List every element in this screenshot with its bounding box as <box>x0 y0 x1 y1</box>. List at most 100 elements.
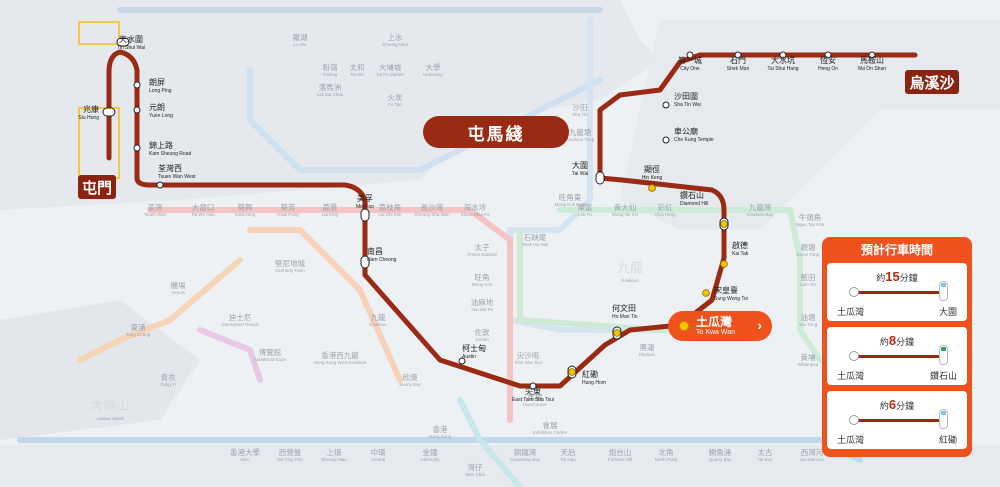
background-station-name: 會展 <box>543 420 558 430</box>
station-name-en: Ho Man Tin <box>612 314 638 320</box>
station-name: 馬鞍山 <box>860 55 884 65</box>
terminal-bracket-tsw <box>78 21 120 45</box>
background-station-name: 機場 <box>171 280 186 290</box>
terminus-marker[interactable] <box>116 37 130 47</box>
station-name: 美孚 <box>357 193 373 203</box>
background-station-name-en: Kowloon <box>369 322 387 327</box>
background-station-name: 荔景 <box>323 202 338 212</box>
background-station-name: 香港西九龍 <box>321 350 359 360</box>
background-station-name-en: Yau Ma Tei <box>471 307 493 312</box>
station-marker[interactable] <box>156 181 164 189</box>
interchange-marker[interactable] <box>595 171 605 185</box>
trip-card-2[interactable]: 約8分鐘 土瓜灣 鑽石山 <box>827 327 967 385</box>
terminus-marker[interactable] <box>102 107 116 117</box>
district-name-en: Kowloon <box>621 278 639 283</box>
background-station-name: 西營盤 <box>279 447 302 457</box>
station-name: 石門 <box>730 56 746 65</box>
trip-card-1[interactable]: 約15分鐘 土瓜灣 大圍 <box>827 263 967 321</box>
trip-destination: 紅磡 <box>938 435 957 445</box>
station-marker[interactable] <box>824 51 832 59</box>
land-new-territories <box>0 0 660 210</box>
panel-title: 預計行車時間 <box>860 242 933 257</box>
station-name: 恆安 <box>820 55 836 65</box>
background-station-name: 大埔墟 <box>379 62 402 72</box>
station-name: 鑽石山 <box>680 190 704 200</box>
station-name: 元朗 <box>149 102 165 112</box>
terminal-wu-kai-sha: 烏溪沙 <box>905 70 959 94</box>
background-station-name: 九龍灣 <box>749 202 772 212</box>
background-station-name: 旺角 <box>475 272 490 282</box>
trip-origin: 土瓜灣 <box>837 435 865 445</box>
background-station-name-en: Cheung Sha Wan <box>414 212 450 217</box>
background-station-name: 鰂魚涌 <box>709 447 732 457</box>
station-marker[interactable] <box>133 81 141 89</box>
station-marker[interactable] <box>133 106 141 114</box>
background-station-name: 炮台山 <box>609 447 632 457</box>
background-station-name: 奧運 <box>640 342 655 352</box>
chevron-right-icon: › <box>757 317 762 333</box>
background-station-name-en: Racecourse <box>523 402 548 407</box>
background-station-name: 堅尼地城 <box>275 258 305 268</box>
station-name: 錦上路 <box>149 140 173 150</box>
station-name: 顯徑 <box>644 164 660 174</box>
highlight-station-marker[interactable] <box>568 368 576 376</box>
line-title: 屯馬綫 <box>423 116 569 148</box>
interchange-marker[interactable] <box>360 208 370 222</box>
highlight-station-marker[interactable] <box>720 260 728 268</box>
highlight-station-marker[interactable] <box>613 329 621 337</box>
station-name-en: Heng On <box>818 66 838 72</box>
background-line <box>457 397 523 487</box>
background-station-name: 佐敦 <box>475 327 490 337</box>
highlight-station-marker[interactable] <box>720 220 728 228</box>
land-ma-on-shan <box>620 20 1000 230</box>
trip-duration: 約8分鐘 <box>879 333 915 348</box>
terminal-tuen-mun: 屯門 <box>78 175 116 199</box>
background-station-name-en: AsiaWorld-Expo <box>254 357 287 362</box>
station-name-en: Tai Shui Hang <box>767 66 798 72</box>
station-marker[interactable] <box>529 382 537 390</box>
to-kwa-wan-station-button[interactable]: 土瓜灣 To Kwa Wan › <box>668 311 772 341</box>
station-name-en: East Tsim Sha Tsui <box>512 397 554 403</box>
district-name: 大嶼山 <box>90 398 129 413</box>
background-station-name: 中環 <box>371 447 386 457</box>
background-station-name: 羅湖 <box>293 33 308 42</box>
background-station-name: 葵芳 <box>281 202 296 212</box>
highlight-station-marker[interactable] <box>648 184 656 192</box>
station-marker[interactable] <box>779 51 787 59</box>
background-station-name-en: University <box>423 72 444 77</box>
background-station-name-en: Lok Fu <box>578 212 592 217</box>
station-marker[interactable] <box>662 101 670 109</box>
station-marker[interactable] <box>133 144 141 152</box>
tuen-ma-line-path <box>106 49 918 389</box>
background-station-name: 香港大學 <box>230 447 260 457</box>
background-station-name-en: Causeway Bay <box>510 457 541 462</box>
station-marker[interactable] <box>458 357 466 365</box>
interchange-marker[interactable] <box>360 255 370 269</box>
background-station-name-en: Tai Wo <box>350 72 364 77</box>
station-dot-icon <box>679 321 689 331</box>
background-station-name: 銅鑼灣 <box>514 447 537 457</box>
station-name: 車公廟 <box>674 126 698 136</box>
background-station-name-en: Olympic <box>639 352 656 357</box>
trip-card-3[interactable]: 約6分鐘 土瓜灣 紅磡 <box>827 391 967 449</box>
station-marker[interactable] <box>868 51 876 59</box>
background-station-name-en: Shek Kip Mei <box>522 242 549 247</box>
background-station-name-en: Sheung Shui <box>382 42 408 47</box>
station-name-en: Siu Hong <box>78 115 99 121</box>
station-name: 柯士甸 <box>462 343 486 353</box>
background-station-name-en: Lam Tin <box>800 282 817 287</box>
station-name: 啟德 <box>732 240 748 250</box>
station-marker[interactable] <box>686 51 694 59</box>
highlight-station-marker[interactable] <box>702 289 710 297</box>
background-station-name: 觀塘 <box>801 242 816 252</box>
background-station-name: 香港 <box>433 424 448 434</box>
station-name: 沙田圍 <box>674 92 698 101</box>
station-marker[interactable] <box>734 51 742 59</box>
station-marker[interactable] <box>662 136 670 144</box>
trip-bar <box>855 419 943 422</box>
background-station-name-en: Kennedy Town <box>275 268 305 273</box>
station-name: 尖東 <box>525 386 541 396</box>
background-station-name-en: Sai Wan Ho <box>800 457 824 462</box>
station-name-en: Che Kung Temple <box>674 137 714 143</box>
